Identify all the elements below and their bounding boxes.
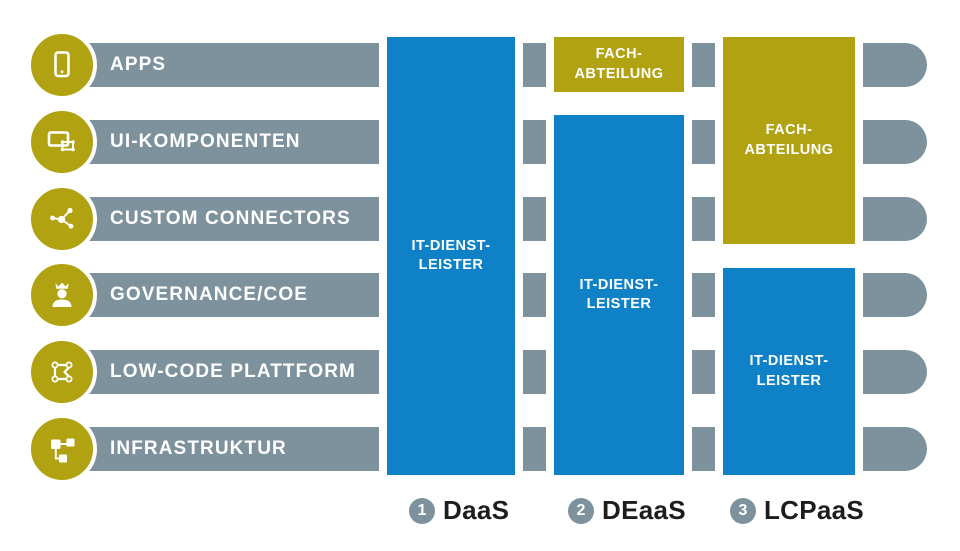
layer-label: CUSTOM CONNECTORS xyxy=(110,208,351,229)
box-label: IT-DIENST- LEISTER xyxy=(411,237,491,273)
layer-icon-badge-custom-connectors xyxy=(27,184,97,254)
legend-item-lcpaas: 3 LCPaaS xyxy=(730,495,864,526)
layer-label: INFRASTRUKTUR xyxy=(110,438,287,459)
layer-label: UI-KOMPONENTEN xyxy=(110,131,301,152)
layer-icon-badge-governance-coe xyxy=(27,260,97,330)
deaas-it-provider-box: IT-DIENST- LEISTER xyxy=(546,115,692,475)
layer-icon-badge-infrastruktur xyxy=(27,414,97,484)
layer-label: LOW-CODE PLATTFORM xyxy=(110,361,356,382)
box-label: IT-DIENST- LEISTER xyxy=(579,276,659,312)
vector-square-icon xyxy=(51,361,73,383)
legend-label: DaaS xyxy=(443,495,510,525)
network-nodes-icon xyxy=(50,207,74,229)
sitemap-icon xyxy=(51,438,75,463)
legend-item-daas: 1 DaaS xyxy=(409,495,509,526)
layer-label: GOVERNANCE/COE xyxy=(110,284,309,305)
layer-icon-badge-low-code-plattform xyxy=(27,337,97,407)
ui-windows-icon xyxy=(47,131,75,152)
person-crown-icon xyxy=(52,282,72,307)
lcpaas-it-provider-box: IT-DIENST- LEISTER xyxy=(715,268,863,475)
layer-label: APPS xyxy=(110,54,167,75)
layer-icon-badge-apps xyxy=(27,30,97,100)
layer-icon-badge-ui-komponenten xyxy=(27,107,97,177)
legend-label: DEaaS xyxy=(602,495,686,525)
box-label: FACH- ABTEILUNG xyxy=(574,46,664,82)
smartphone-icon xyxy=(54,51,70,78)
lcpaas-business-unit-box: FACH- ABTEILUNG xyxy=(715,37,863,244)
box-label: FACH- ABTEILUNG xyxy=(744,122,834,158)
daas-it-provider-box: IT-DIENST- LEISTER xyxy=(379,37,523,475)
legend-item-deaas: 2 DEaaS xyxy=(568,495,686,526)
deaas-business-unit-box: FACH- ABTEILUNG xyxy=(546,37,692,92)
legend-number-badge: 1 xyxy=(409,497,435,524)
legend-number-badge: 2 xyxy=(568,497,594,524)
legend-number-badge: 3 xyxy=(730,497,756,524)
legend-label: LCPaaS xyxy=(764,495,865,525)
box-label: IT-DIENST- LEISTER xyxy=(749,353,829,389)
